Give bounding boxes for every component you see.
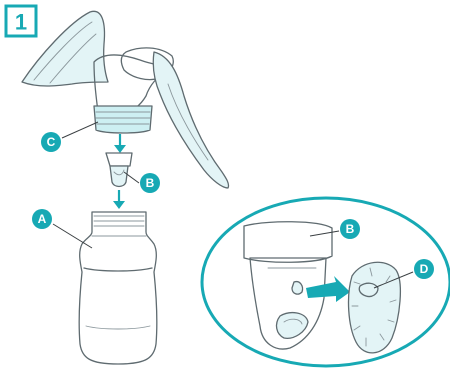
label-a-text: A [38,212,47,226]
pump-collar-c [94,106,152,133]
label-b-detail: B [340,219,360,239]
label-b-top: B [140,173,160,193]
label-b-detail-text: B [346,222,355,236]
step-number: 1 [15,10,27,35]
valve-b [106,153,132,187]
label-b-top-text: B [146,176,155,190]
label-c: C [41,132,61,152]
detail-inset [202,198,450,366]
step-badge: 1 [6,6,36,36]
label-a: A [32,209,52,229]
label-d-text: D [420,262,429,276]
label-c-text: C [47,135,56,149]
label-d: D [414,259,434,279]
bottle-a [79,212,157,364]
arrow-down-icon [113,190,125,209]
pump-handle [153,52,228,188]
arrow-down-icon [114,134,126,153]
breast-pump [22,11,229,188]
